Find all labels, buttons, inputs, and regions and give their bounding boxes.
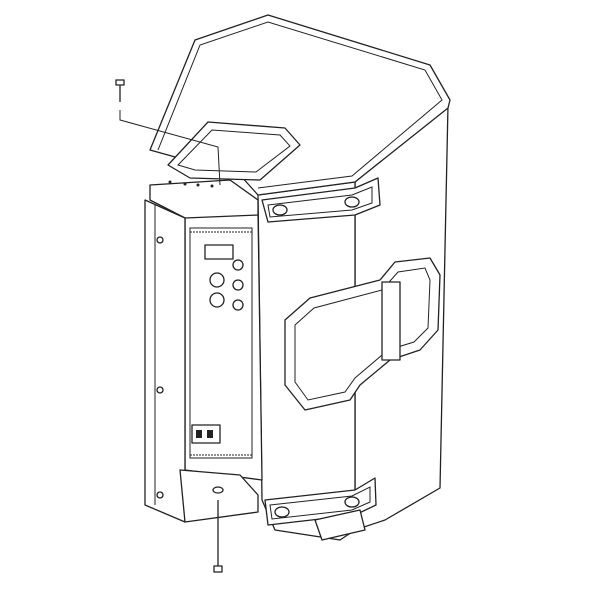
side-handle [284,257,441,411]
bracket-bottom-plate [179,469,259,523]
bottom-handle [264,477,377,541]
bracket-arm [144,199,186,523]
bottom-screw [213,500,223,573]
knob-1 [232,259,244,271]
knob-2 [232,279,244,291]
cabinet-top-edge [157,21,443,189]
power-inlet [191,424,221,444]
screw-leader-line [119,110,221,186]
rear-panel [184,211,263,481]
display-window [204,244,234,260]
top-handle-opening [167,121,301,181]
bracket-top-plate [149,179,259,219]
input-connector-1 [209,272,225,288]
top-handle [261,177,381,223]
mounting-bracket [144,179,259,523]
knob-3 [232,299,244,311]
input-connector-2 [209,292,225,308]
top-screw [115,79,221,186]
